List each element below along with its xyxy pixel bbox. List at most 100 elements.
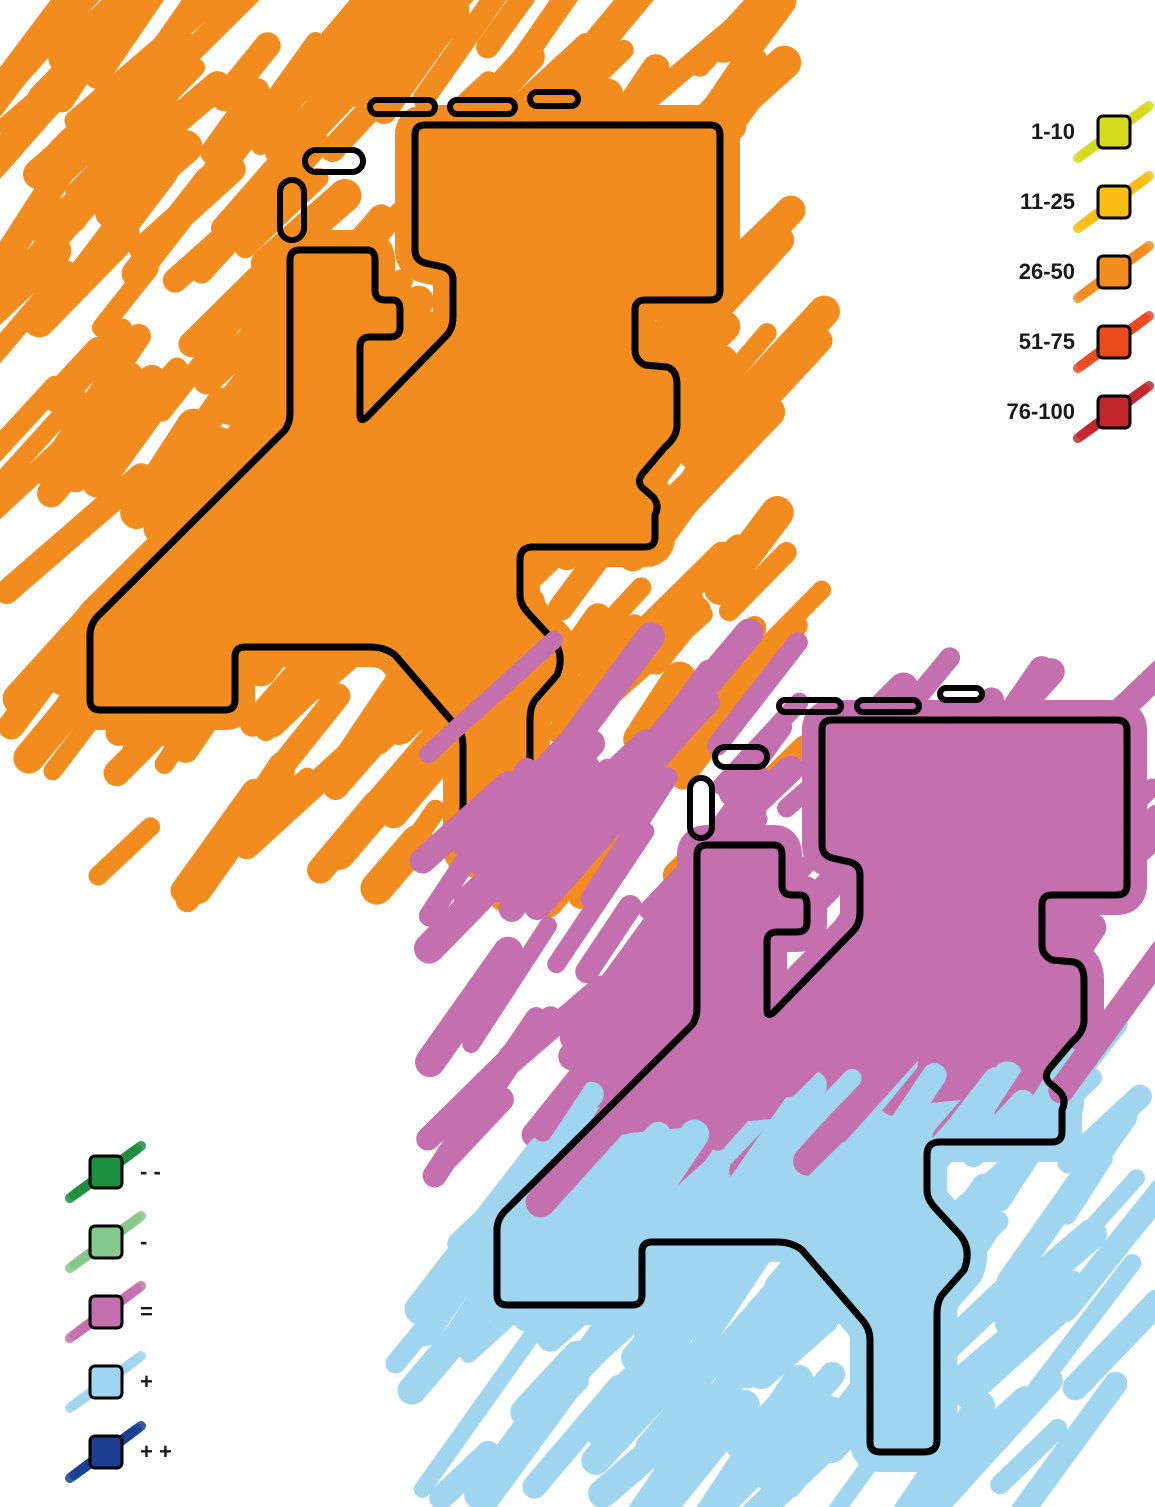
fill-stroke xyxy=(826,1063,947,1231)
fill-stroke xyxy=(412,0,507,110)
legend-label: 51-75 xyxy=(1019,329,1075,354)
legend-swatch xyxy=(88,1224,124,1260)
fill-stroke xyxy=(548,622,665,770)
fill-stroke xyxy=(379,728,470,829)
fill-stroke xyxy=(0,234,72,325)
legend-swatch xyxy=(1096,184,1132,220)
fill-stroke xyxy=(588,1425,680,1507)
fill-stroke xyxy=(600,132,681,210)
fill-stroke xyxy=(0,375,66,462)
fill-stroke xyxy=(618,220,678,290)
fill-stroke xyxy=(1011,1371,1128,1507)
legend-swatch xyxy=(1096,114,1132,150)
fill-stroke xyxy=(642,1389,760,1507)
fill-stroke xyxy=(413,1318,547,1498)
fill-stroke xyxy=(347,519,435,600)
fill-stroke xyxy=(735,1068,862,1200)
bottom-map-islands xyxy=(687,685,985,841)
fill-stroke xyxy=(371,0,470,124)
fill-stroke xyxy=(579,614,645,682)
fill-stroke xyxy=(419,631,563,764)
fill-stroke xyxy=(476,0,535,59)
fill-stroke xyxy=(522,1374,632,1499)
fill-stroke xyxy=(250,422,338,519)
fill-stroke xyxy=(601,399,713,539)
fill-stroke xyxy=(79,604,161,719)
fill-stroke xyxy=(0,114,103,293)
fill-stroke xyxy=(89,0,206,145)
fill-stroke xyxy=(1048,941,1155,1104)
fill-stroke xyxy=(963,658,1065,769)
fill-stroke xyxy=(615,1186,744,1325)
fill-stroke xyxy=(94,130,203,229)
fill-stroke xyxy=(426,398,502,483)
legend-label: + + xyxy=(140,1439,172,1464)
fill-stroke xyxy=(864,1278,953,1376)
fill-stroke xyxy=(453,758,619,910)
fill-stroke xyxy=(152,299,254,422)
fill-stroke xyxy=(427,71,500,141)
fill-stroke xyxy=(828,1415,908,1507)
island-5 xyxy=(277,177,307,243)
fill-stroke xyxy=(540,0,654,109)
fill-stroke xyxy=(635,1375,706,1455)
fill-stroke xyxy=(533,1044,604,1142)
fill-stroke xyxy=(415,936,524,1078)
legend-change: - --=++ + xyxy=(65,1141,172,1483)
legend-label: 11-25 xyxy=(1020,189,1075,214)
island-5 xyxy=(687,775,715,841)
fill-stroke xyxy=(575,895,642,984)
legend-item: 51-75 xyxy=(1019,311,1154,373)
fill-stroke xyxy=(857,843,940,927)
fill-stroke xyxy=(525,1049,681,1218)
fill-stroke xyxy=(290,503,374,598)
fill-stroke xyxy=(634,1162,779,1352)
fill-stroke xyxy=(0,387,87,496)
fill-stroke xyxy=(212,767,317,861)
fill-stroke xyxy=(105,604,233,746)
legend-label: 26-50 xyxy=(1019,259,1075,284)
legend-label: - xyxy=(140,1229,147,1254)
fill-stroke xyxy=(429,1440,501,1507)
legend-label: + xyxy=(140,1369,153,1394)
fill-stroke xyxy=(349,377,412,442)
fill-stroke xyxy=(178,266,271,358)
fill-stroke xyxy=(1055,778,1155,884)
fill-stroke xyxy=(482,433,563,532)
fill-stroke xyxy=(0,463,154,604)
fill-stroke xyxy=(943,1270,1086,1395)
fill-stroke xyxy=(81,385,172,498)
fill-stroke xyxy=(0,0,158,136)
island-2 xyxy=(854,697,922,715)
top-map-islands xyxy=(277,89,581,243)
fill-stroke xyxy=(709,822,848,967)
fill-stroke xyxy=(234,249,325,333)
fill-stroke xyxy=(409,586,546,731)
fill-stroke xyxy=(435,1086,514,1169)
fill-stroke xyxy=(447,1174,533,1257)
fill-stroke xyxy=(211,66,366,241)
fill-stroke xyxy=(469,730,579,846)
fill-stroke xyxy=(622,328,706,446)
fill-stroke xyxy=(447,177,601,323)
fill-stroke xyxy=(514,407,631,530)
fill-stroke xyxy=(439,102,593,285)
fill-stroke xyxy=(997,1104,1138,1293)
fill-stroke xyxy=(706,632,808,756)
fill-stroke xyxy=(585,54,670,167)
fill-stroke xyxy=(0,0,100,113)
fill-stroke xyxy=(240,584,378,737)
fill-stroke xyxy=(734,1253,879,1382)
fill-stroke xyxy=(154,531,250,617)
fill-stroke xyxy=(371,472,444,556)
fill-stroke xyxy=(777,697,912,818)
fill-stroke xyxy=(718,542,797,622)
fill-stroke xyxy=(777,1419,845,1499)
fill-stroke xyxy=(587,688,720,818)
legend-swatch xyxy=(88,1434,124,1470)
island-4 xyxy=(712,744,770,770)
fill-stroke xyxy=(623,661,697,756)
fill-stroke xyxy=(580,767,678,909)
fill-stroke xyxy=(800,804,909,915)
bottom-map xyxy=(385,618,1155,1507)
